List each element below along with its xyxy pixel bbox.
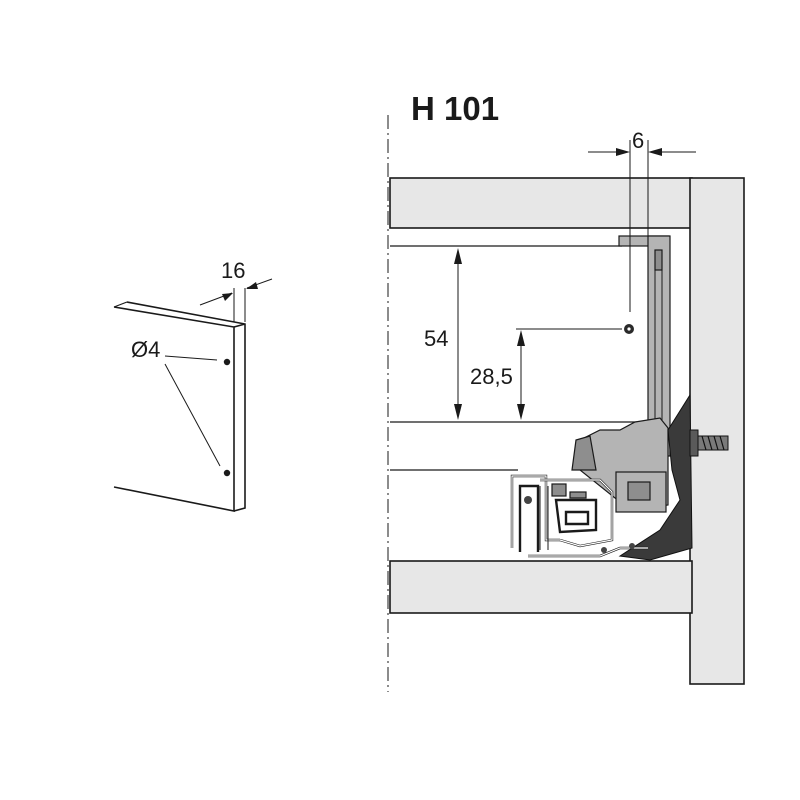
bottom-board	[389, 560, 693, 614]
front-panel-top-edge	[126, 301, 246, 512]
hole-diameter-label: Ø4	[131, 337, 160, 362]
front-panel-face	[113, 306, 235, 512]
screw-icon	[689, 429, 729, 457]
height-hole-label: 28,5	[470, 364, 513, 389]
drawer-side-profile	[618, 235, 671, 457]
runner-mechanism	[510, 393, 729, 561]
top-board	[389, 177, 693, 229]
drill-hole-lower	[223, 469, 231, 477]
dimension-height-total: 54	[424, 248, 462, 420]
front-thickness-label: 16	[221, 258, 245, 283]
drill-hole-upper	[223, 358, 231, 366]
side-gap-label: 6	[632, 128, 644, 153]
drawing-title: H 101	[411, 90, 499, 127]
dimension-height-hole: 28,5	[470, 328, 622, 420]
cabinet-side-wall	[689, 177, 745, 685]
dimension-side-gap: 6	[588, 128, 696, 312]
height-total-label: 54	[424, 326, 448, 351]
front-panel-detail: 16 Ø4	[113, 258, 273, 512]
cross-section: 6 54 28,5 H 101	[387, 90, 745, 692]
